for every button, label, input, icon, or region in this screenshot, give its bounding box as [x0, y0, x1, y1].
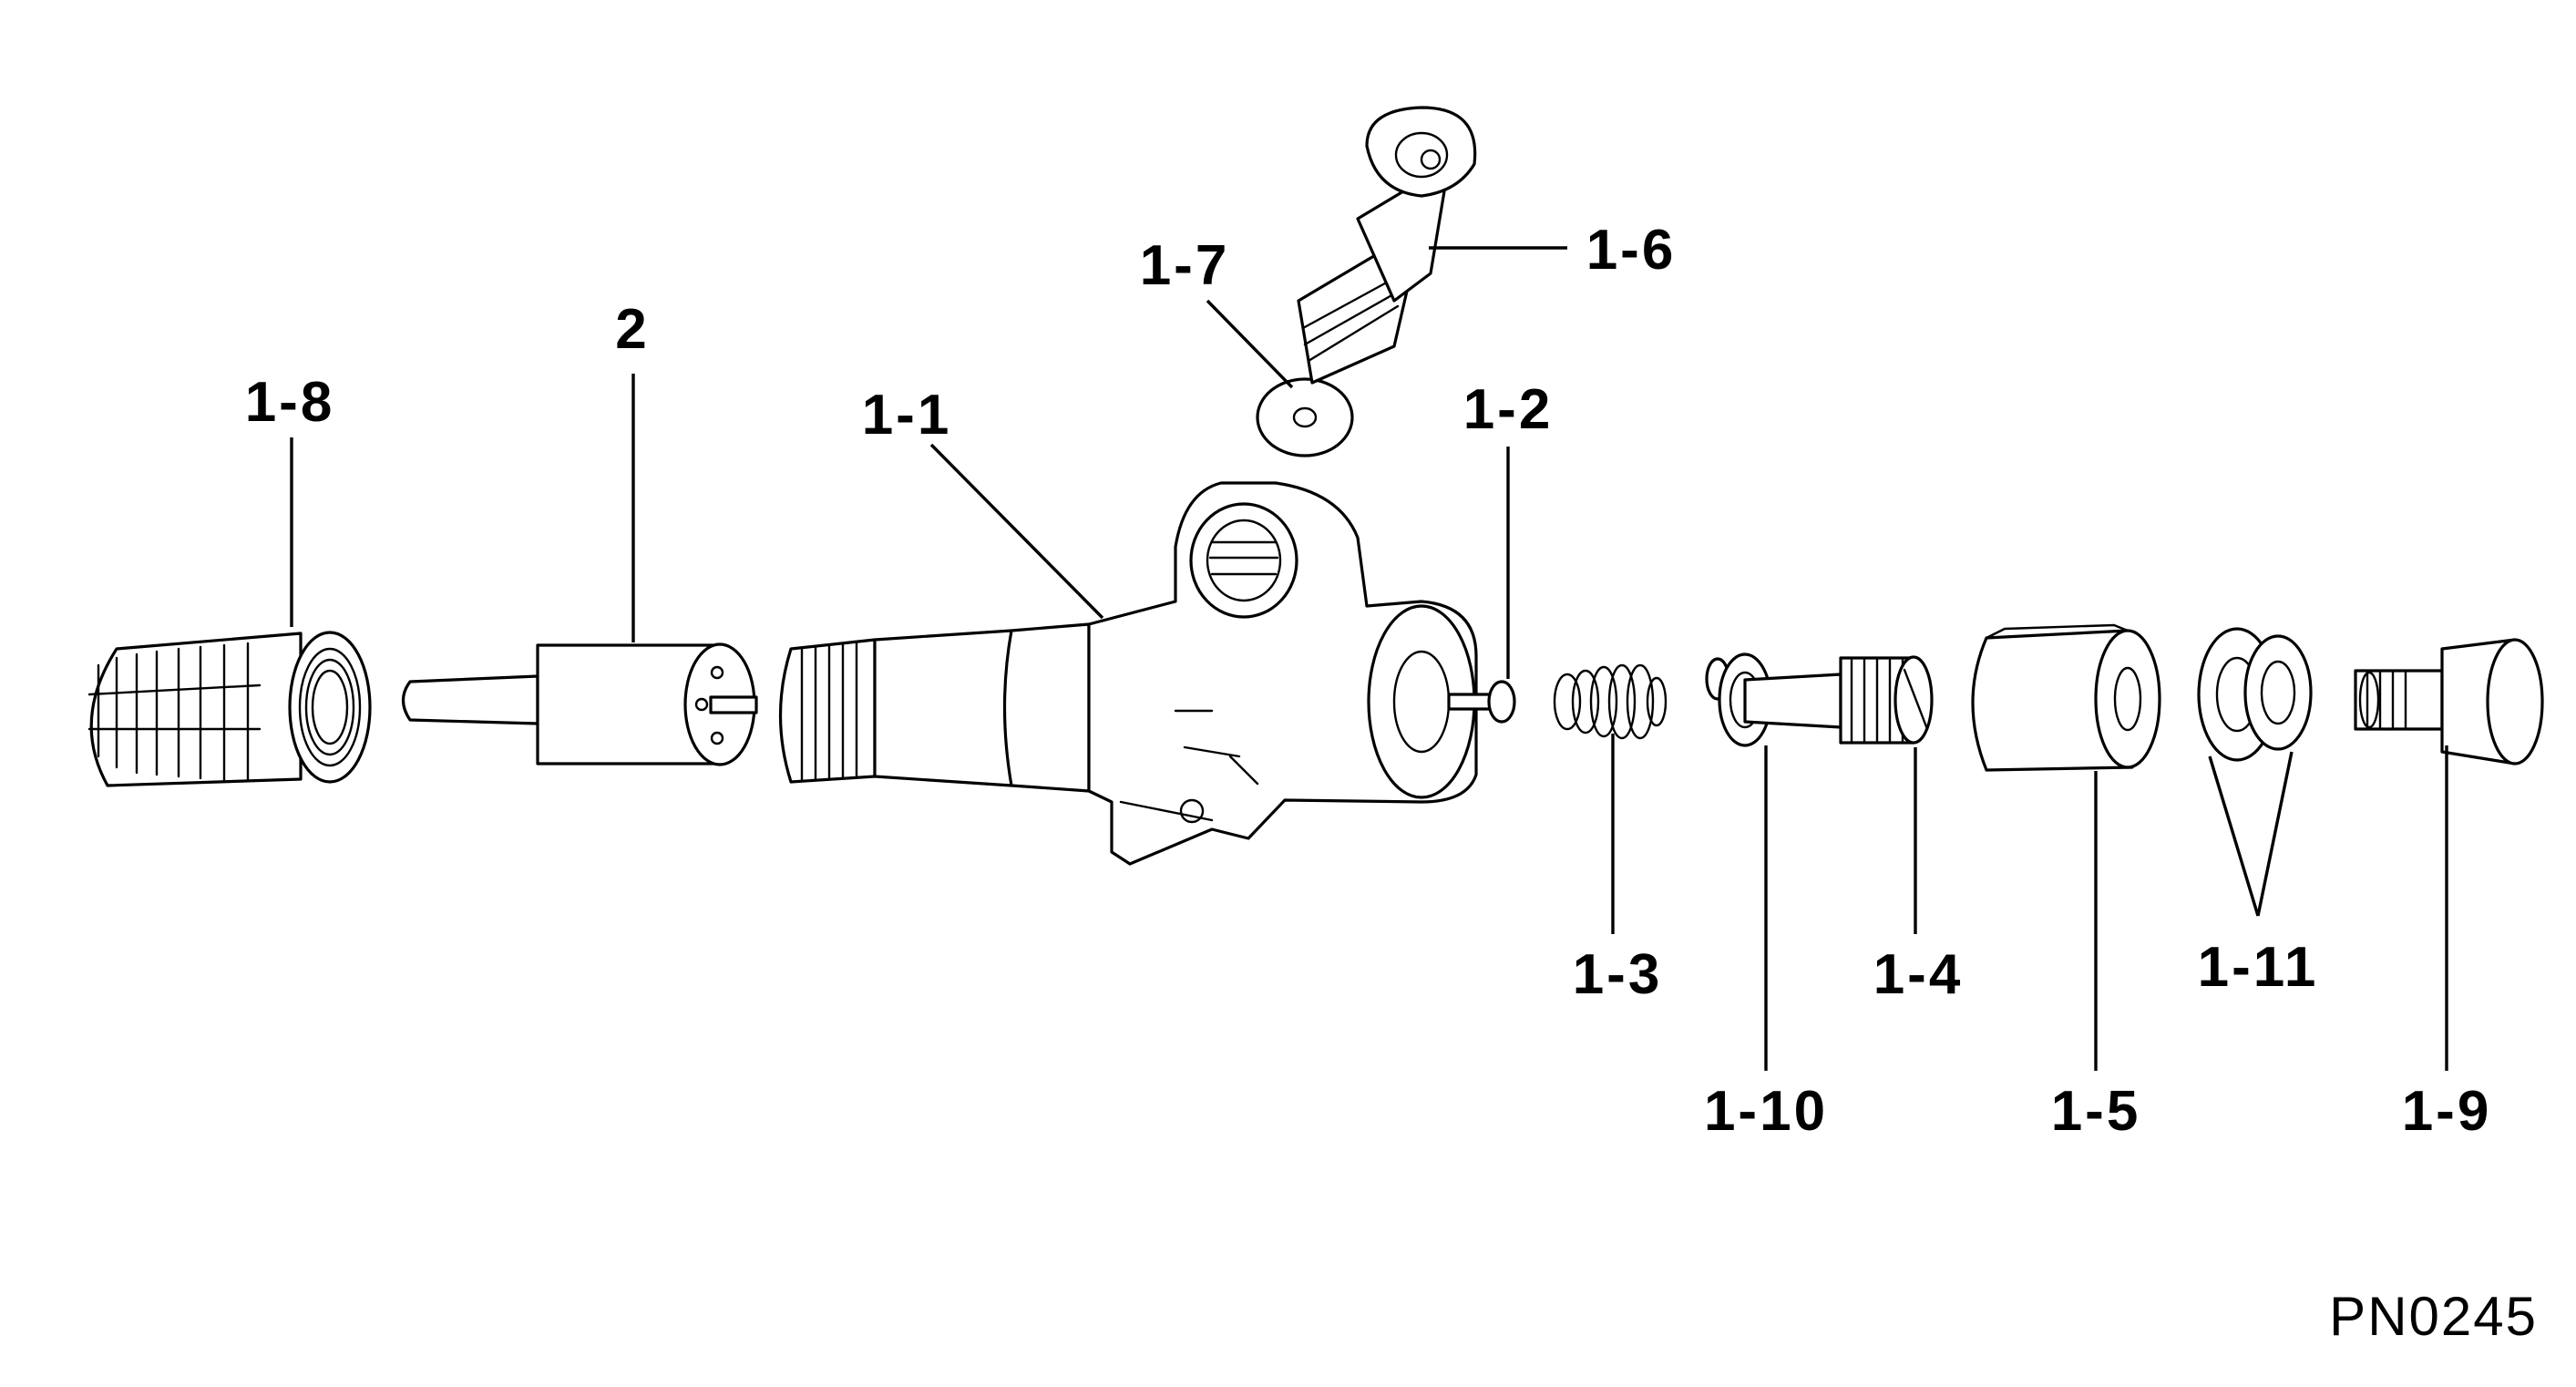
callout-1-10: 1-10 — [1704, 1080, 1828, 1143]
callout-1-6: 1-6 — [1586, 219, 1677, 282]
figure-code: PN0245 — [2329, 1286, 2538, 1347]
part-1-1-holder-body — [778, 481, 1478, 866]
callout-1-9: 1-9 — [2402, 1080, 2492, 1143]
callout-1-1: 1-1 — [862, 384, 952, 447]
leader-lines — [290, 246, 2448, 1071]
callout-1-7: 1-7 — [1140, 234, 1230, 297]
part-1-4-adjusting-screw — [1705, 652, 1934, 747]
part-1-11-gaskets — [2197, 627, 2313, 762]
part-2-nozzle — [401, 642, 758, 766]
part-1-9-plug-bolt — [2354, 638, 2544, 765]
part-1-3-spring — [1553, 663, 1668, 740]
callout-1-3: 1-3 — [1573, 943, 1663, 1006]
part-1-7-washer — [1256, 377, 1354, 457]
part-1-5-cap-nut — [1971, 623, 2161, 772]
callout-2: 2 — [615, 298, 649, 361]
part-1-2-pin — [1447, 680, 1516, 724]
callout-1-4: 1-4 — [1873, 943, 1964, 1006]
callout-1-8: 1-8 — [245, 371, 335, 434]
callout-1-5: 1-5 — [2051, 1080, 2141, 1143]
part-1-8-nozzle-nut — [87, 631, 372, 787]
part-1-6-inlet-connector — [1297, 106, 1477, 385]
callout-1-2: 1-2 — [1463, 378, 1554, 441]
callout-1-11: 1-11 — [2198, 936, 2319, 999]
